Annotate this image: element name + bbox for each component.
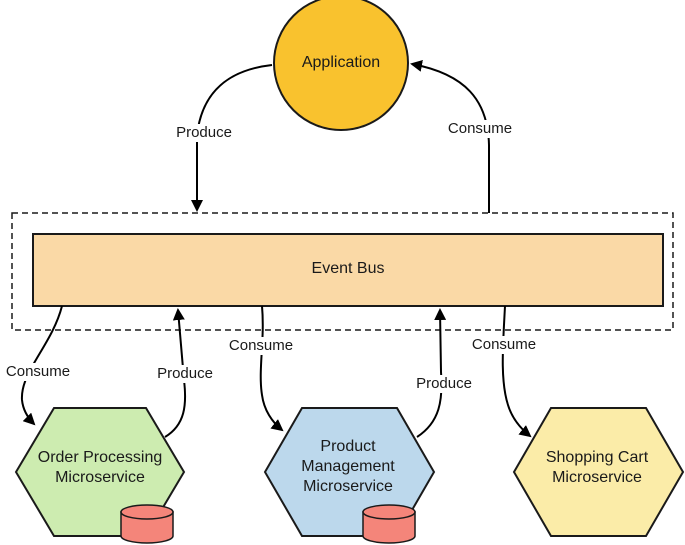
event-bus-box [32,233,664,307]
arrow-event-bus-to-order [20,305,63,426]
arrow-event-bus-to-application [410,59,490,213]
shopping-cart-node [512,407,685,537]
order-processing-label: Order Processing Microservice [37,449,163,486]
edge-label-application-consume: Consume [445,120,515,138]
event-bus-boundary [11,212,674,331]
edge-label-product-produce: Produce [414,375,474,393]
arrow-event-bus-to-cart [501,305,532,438]
order-database-icon [120,504,174,544]
edge-label-order-produce: Produce [155,365,215,383]
application-node [273,0,409,131]
edge-label-application-produce: Produce [174,124,234,142]
edge-label-order-consume: Consume [3,363,73,381]
event-bus-label: Event Bus [311,260,385,277]
arrow-product-to-event-bus [416,308,447,438]
product-management-label: Product Management Microservice [301,438,395,495]
shopping-cart-label: Shopping Cart Microservice [545,449,649,486]
product-management-node [263,407,436,537]
order-processing-node [14,407,186,537]
arrow-event-bus-to-product [259,305,284,432]
application-label: Application [301,54,381,71]
edge-label-product-consume: Consume [226,337,296,355]
product-database-icon [362,504,416,544]
edge-label-cart-consume: Consume [469,336,539,354]
